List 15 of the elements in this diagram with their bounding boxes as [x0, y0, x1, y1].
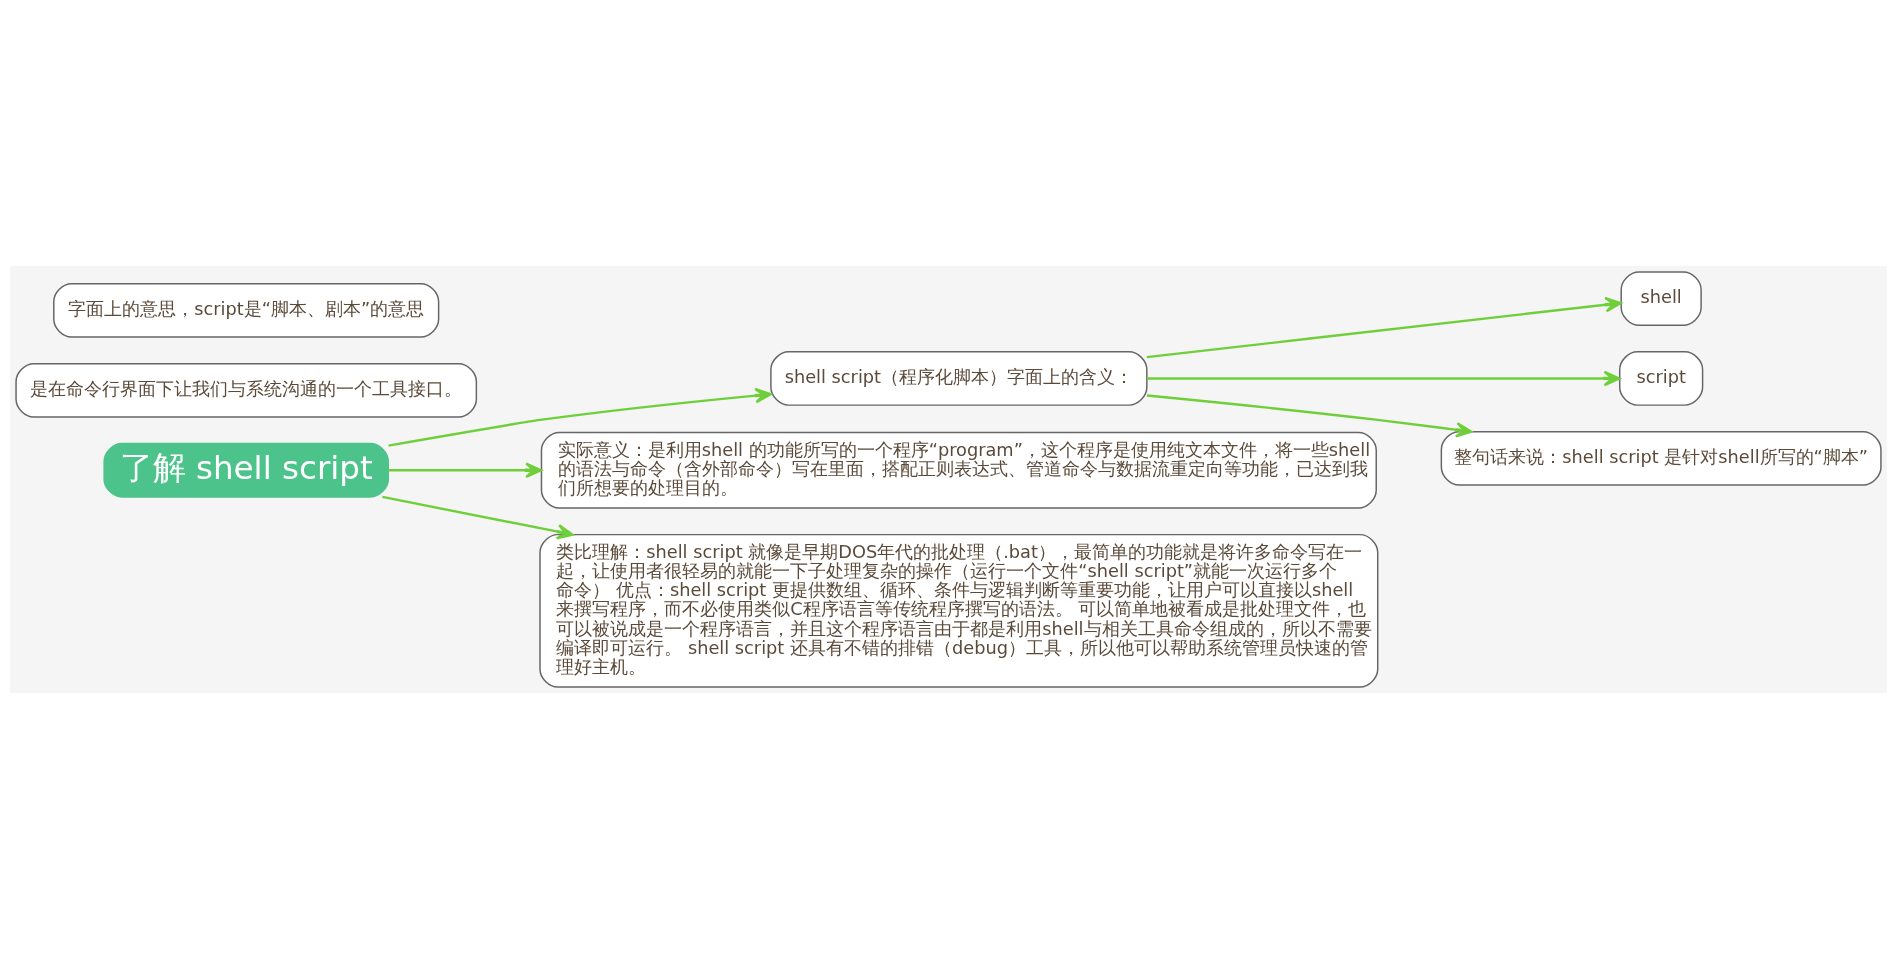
arrow — [388, 387, 772, 447]
node-box: shell script（程序化脚本）字面上的含义： — [770, 351, 1148, 406]
node-box: 类比理解：shell script 就像是早期DOS年代的批处理（.bat），最简单的功能就是将许多命令写在一起，让使用者很轻易的就能一下子处理复杂的操作（运行一个文件“shell script”就能一次运行多个命令） 优点：shell script 更提供数组、循环、条件与逻辑判断等重要功能，让用户可以直接以shell来撰写程序，而不必使用类似C程序语言等传统程序撰写的语法。 可以简单地被看成是批处理文件，也可以被说成是一个程序语言，并且这个程序语言由于都是利用shell与相关工具命令组成的，所以不需要编译即可运行。 shell script 还具有不错的排错（debug）工具，所以他可以帮助系统管理员快速的管理好主机。 — [539, 533, 1379, 688]
arrow — [1146, 296, 1622, 359]
node-box: 了解 shell script — [103, 442, 390, 498]
arrow — [1146, 370, 1621, 387]
arrow — [388, 462, 543, 479]
node-box: 字面上的意思，script是“脚本、剧本”的意思 — [53, 283, 440, 338]
node-box: 实际意义：是利用shell 的功能所写的一个程序“program”，这个程序是使用纯文本文件，将一些shell的语法与命令（含外部命令）写在里面，搭配正则表达式、管道命令与数据流重定向等功能，已达到我们所想要的处理目的。 — [540, 431, 1377, 509]
node-box: script — [1618, 351, 1704, 406]
arrow — [1146, 394, 1473, 438]
node-box: shell — [1620, 271, 1702, 326]
node-box: 是在命令行界面下让我们与系统沟通的一个工具接口。 — [15, 362, 478, 418]
node-box: 整句话来说：shell script 是针对shell所写的“脚本” — [1440, 431, 1882, 486]
arrow — [382, 495, 574, 540]
